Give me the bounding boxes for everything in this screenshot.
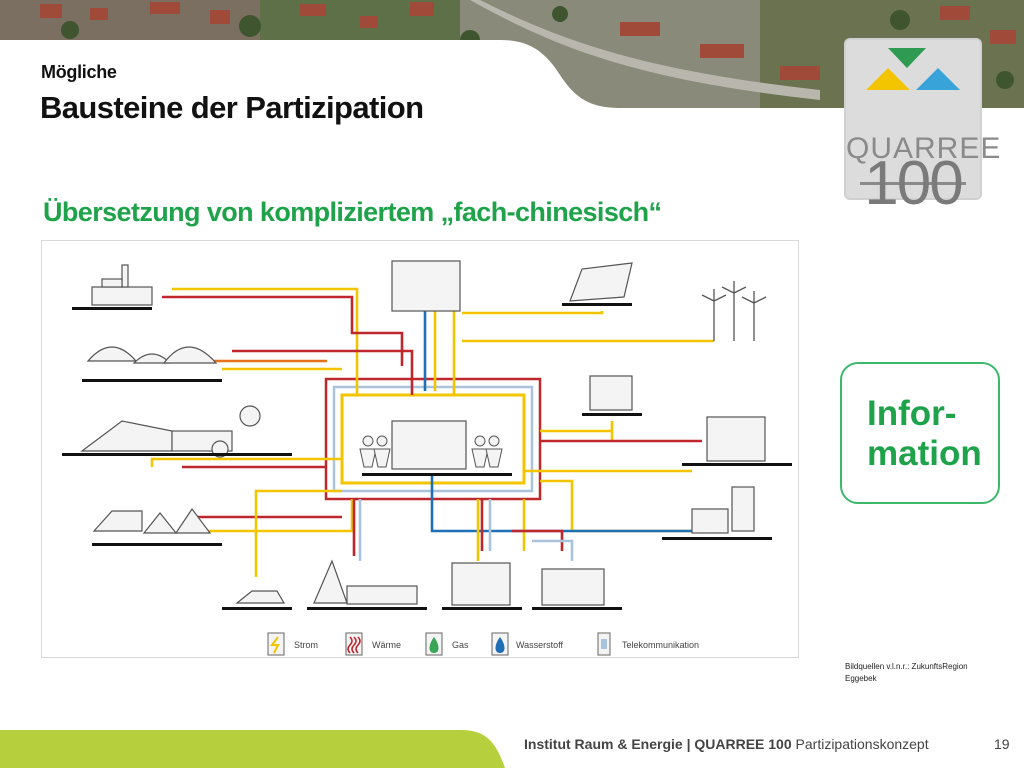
quarree-logo: QUARREE 100	[844, 38, 1002, 218]
logo-number: 100	[864, 149, 963, 218]
legend-label-waerme: Wärme	[372, 640, 401, 650]
page-number: 19	[994, 736, 1010, 752]
logo-blue-triangle	[916, 68, 960, 90]
info-text: Infor- mation	[867, 394, 982, 473]
legend-label-strom: Strom	[294, 640, 319, 650]
source-line-2: Eggebek	[845, 674, 877, 683]
logo-yellow-triangle	[866, 68, 910, 90]
logo-green-triangle	[888, 48, 926, 68]
footer-concept: Partizipationskonzept	[795, 736, 929, 752]
section-heading: Übersetzung von kompliziertem „fach-chin…	[43, 197, 662, 227]
footer-text: Institut Raum & Energie | QUARREE 100 Pa…	[524, 736, 929, 752]
source-line-1: Bildquellen v.l.n.r.: ZukunftsRegion	[845, 662, 968, 671]
legend-label-gas: Gas	[452, 640, 469, 650]
image-source-note: Bildquellen v.l.n.r.: ZukunftsRegion Egg…	[845, 661, 1005, 685]
footer-institute: Institut Raum & Energie | QUARREE 100	[524, 736, 792, 752]
energy-network-diagram: Strom Wärme Gas Wasserstoff Telekommunik…	[41, 240, 799, 658]
legend-label-telekom: Telekommunikation	[622, 640, 700, 650]
slide-subtitle: Mögliche	[41, 62, 117, 82]
logo-word: QUARREE	[846, 132, 1002, 165]
slide-title: Bausteine der Partizipation	[40, 90, 424, 125]
info-box: Infor- mation	[840, 362, 1000, 504]
legend-label-wasserstoff: Wasserstoff	[516, 640, 564, 650]
